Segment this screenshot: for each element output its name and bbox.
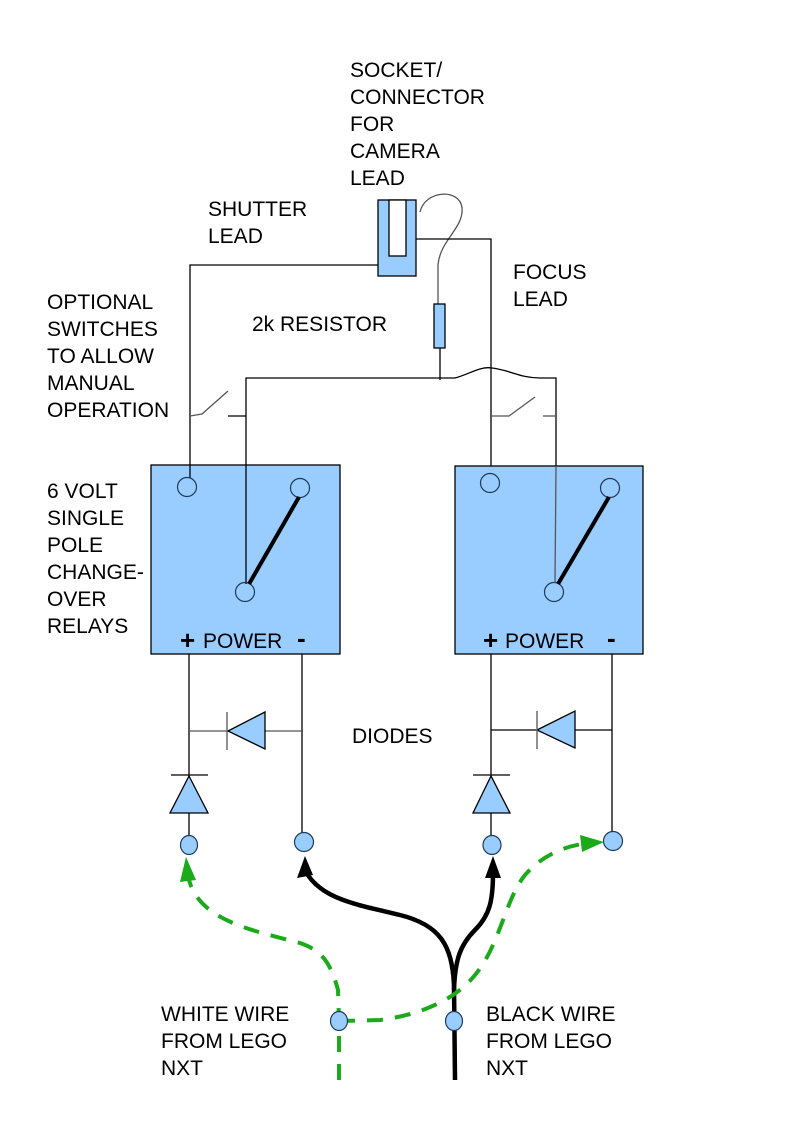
switch-lever-left: [189, 390, 229, 417]
white-wire-label: WHITE WIRE FROM LEGO NXT: [161, 1003, 289, 1080]
relay-right-nc-terminal: [479, 472, 501, 494]
shutter-label-line: SHUTTER: [208, 198, 307, 221]
relay-right-no-terminal: [599, 477, 621, 499]
black-wire-branch-left: [302, 868, 458, 1081]
left-flyback-diode: [226, 710, 266, 751]
focus-label-line: FOCUS: [513, 261, 587, 284]
shutter-lead-label: SHUTTER LEAD: [208, 198, 307, 248]
socket-label-line: CONNECTOR: [350, 86, 485, 109]
relays-label-line: SINGLE: [47, 507, 124, 530]
switches-label-line: SWITCHES: [47, 318, 158, 341]
relay-right: + POWER -: [454, 465, 644, 655]
relays-label-line: OVER: [47, 588, 107, 611]
white-wire-branch-right: [338, 841, 591, 1023]
switch-lever-right: [491, 396, 536, 417]
relay-left-no-terminal: [289, 477, 311, 499]
focus-lead-label: FOCUS LEAD: [513, 261, 587, 311]
green-arrow-left: [180, 857, 196, 882]
relay-left-armature: [247, 496, 301, 585]
black-arrow-left: [297, 856, 313, 878]
relay-left-minus: -: [297, 623, 306, 653]
left-plus-terminal: [179, 834, 199, 856]
black-wire: [297, 856, 501, 1081]
relay-right-minus: -: [607, 623, 616, 653]
focus-label-line: LEAD: [513, 288, 568, 311]
socket-slot: [388, 199, 407, 257]
relay-right-armature: [556, 495, 611, 586]
relay-left-plus: +: [180, 625, 195, 655]
green-arrow-right: [580, 835, 604, 852]
relay-right-plus: +: [483, 625, 498, 655]
black-wire-label-line: NXT: [486, 1057, 528, 1080]
left-series-diode: [168, 774, 210, 814]
black-wire-branch-right: [451, 872, 496, 991]
right-series-diode: [471, 774, 512, 814]
manual-switch-right: [491, 396, 556, 417]
diodes-label: DIODES: [352, 725, 433, 748]
white-wire-label-line: WHITE WIRE: [161, 1003, 289, 1026]
relay-right-common-lead: [554, 465, 557, 584]
socket-label-line: FOR: [350, 113, 394, 136]
black-wire-node: [444, 1010, 464, 1032]
relays-label-line: CHANGE-: [47, 561, 144, 584]
white-wire-node: [329, 1010, 349, 1032]
switches-label-line: OPERATION: [47, 399, 169, 422]
socket-label-line: LEAD: [350, 167, 405, 190]
common-bus-wire: [245, 367, 557, 588]
right-plus-terminal: [482, 834, 502, 856]
resistor-label: 2k RESISTOR: [252, 313, 387, 336]
left-minus-terminal: [293, 831, 315, 853]
switches-label-line: OPTIONAL: [47, 291, 153, 314]
camera-socket: [377, 199, 417, 277]
diode-network-right: [471, 654, 624, 856]
right-minus-terminal: [602, 830, 624, 852]
relays-label: 6 VOLT SINGLE POLE CHANGE- OVER RELAYS: [47, 480, 144, 638]
white-wire-label-line: FROM LEGO: [161, 1030, 287, 1053]
black-wire-label-line: BLACK WIRE: [486, 1003, 616, 1026]
black-wire-label: BLACK WIRE FROM LEGO NXT: [486, 1003, 616, 1080]
socket-label-line: CAMERA: [350, 140, 440, 163]
right-flyback-diode: [535, 709, 576, 750]
resistor: [433, 303, 446, 349]
switches-label: OPTIONAL SWITCHES TO ALLOW MANUAL OPERAT…: [47, 291, 169, 422]
switches-label-line: TO ALLOW: [47, 345, 154, 368]
relay-right-power-label: POWER: [505, 630, 584, 653]
white-wire-branch-left: [187, 879, 341, 1080]
relays-label-line: 6 VOLT: [47, 480, 118, 503]
relay-left-nc-terminal: [176, 476, 198, 498]
shutter-lead-wire: [189, 264, 378, 480]
socket-label: SOCKET/ CONNECTOR FOR CAMERA LEAD: [350, 59, 485, 190]
relay-right-common-terminal: [543, 581, 565, 603]
shutter-label-line: LEAD: [208, 225, 263, 248]
black-wire-label-line: FROM LEGO: [486, 1030, 612, 1053]
camera-lead-curve: [419, 193, 463, 305]
white-wire: [180, 835, 604, 1080]
white-wire-label-line: NXT: [161, 1057, 203, 1080]
relay-left: + POWER -: [150, 464, 341, 655]
diode-network-left: [168, 654, 315, 856]
relay-left-power-label: POWER: [203, 630, 282, 653]
switches-label-line: MANUAL: [47, 372, 135, 395]
black-arrow-right: [485, 856, 501, 878]
focus-lead-wire: [416, 238, 492, 476]
relays-label-line: RELAYS: [47, 615, 128, 638]
socket-label-line: SOCKET/: [350, 59, 442, 82]
manual-switch-left: [189, 390, 246, 417]
relays-label-line: POLE: [47, 534, 103, 557]
relay-left-common-terminal: [234, 581, 256, 603]
